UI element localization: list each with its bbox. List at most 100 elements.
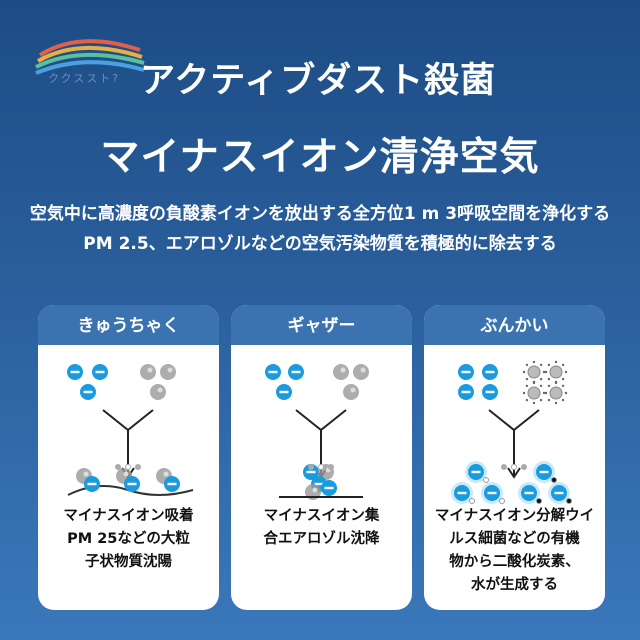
minus-sign [268, 370, 278, 374]
minus-sign [306, 470, 316, 474]
dust-highlight [123, 471, 129, 477]
minus-sign [70, 370, 80, 374]
virus-spike [525, 377, 529, 381]
dust-highlight [350, 387, 356, 393]
virus-spike [544, 391, 548, 395]
card-gather: ギャザー マイナスイオン集合エアロゾル沈降 [231, 305, 412, 610]
minus-sign [485, 370, 495, 374]
subtitle-line1: 空気中に高濃度の負酸素イオンを放出する全方位1 m 3呼吸空間を浄化する [29, 204, 611, 224]
virus-spike [525, 398, 529, 402]
dust-highlight [167, 367, 173, 373]
card-decompose: ぶんかい マイナスイオン分解ウイルス細菌などの有機物から二酸化炭素、水が生成する [424, 305, 605, 610]
virus-spike [547, 398, 551, 402]
pager-dot [125, 464, 131, 470]
virus-spike [564, 370, 568, 374]
minus-sign [87, 482, 97, 486]
pager-dot [318, 464, 324, 470]
water-molecule-icon [469, 498, 475, 504]
virus-icon [549, 386, 563, 400]
dust-highlight [157, 387, 163, 393]
minus-sign [485, 390, 495, 394]
minus-sign [324, 486, 334, 490]
minus-sign [95, 370, 105, 374]
virus-icon [527, 365, 541, 379]
title-line2: マイナスイオン清浄空気 [100, 135, 540, 180]
water-molecule-icon [483, 477, 489, 483]
virus-spike [532, 360, 536, 364]
virus-spike [522, 370, 526, 374]
card-title: ぶんかい [424, 305, 605, 345]
virus-spike [532, 401, 536, 405]
virus-spike [561, 384, 565, 388]
card-description: マイナスイオン分解ウイルス細菌などの有機物から二酸化炭素、水が生成する [434, 508, 595, 593]
virus-spike [564, 391, 568, 395]
brand-logo [35, 39, 145, 75]
dust-particle-icon [353, 364, 369, 380]
virus-spike [554, 360, 558, 364]
dust-particle-icon [140, 364, 156, 380]
virus-spike [554, 381, 558, 385]
minus-sign [291, 370, 301, 374]
minus-sign [539, 470, 549, 474]
virus-spike [547, 363, 551, 367]
dust-particle-icon [333, 364, 349, 380]
dust-highlight [147, 367, 153, 373]
dust-highlight [163, 471, 169, 477]
minus-sign [461, 370, 471, 374]
gather-illustration [265, 364, 369, 500]
minus-sign [461, 390, 471, 394]
virus-spike [547, 377, 551, 381]
illustration-group [451, 360, 572, 504]
dust-highlight [360, 367, 366, 373]
virus-spike [554, 401, 558, 405]
pager-dot [115, 464, 121, 470]
minus-sign [457, 491, 467, 495]
virus-spike [561, 398, 565, 402]
illustration-group [265, 364, 369, 500]
dust-particle-icon [160, 364, 176, 380]
virus-spike [539, 363, 543, 367]
virus-spike [544, 370, 548, 374]
decompose-illustration [451, 360, 572, 504]
virus-spike [547, 384, 551, 388]
virus-icon [549, 365, 563, 379]
virus-spike [525, 363, 529, 367]
logo-text: ククススト? [48, 72, 121, 85]
pager-dot [521, 464, 527, 470]
illustration-group [67, 364, 194, 496]
adsorption-illustration [67, 364, 194, 496]
carbon-icon [566, 498, 572, 504]
minus-sign [314, 482, 324, 486]
virus-spike [532, 381, 536, 385]
pager-dot [511, 464, 517, 470]
minus-sign [83, 390, 93, 394]
pager-dot [328, 464, 334, 470]
minus-sign [127, 482, 137, 486]
minus-sign [524, 491, 534, 495]
water-molecule-icon [499, 498, 505, 504]
arrow-head [507, 467, 521, 479]
virus-spike [539, 384, 543, 388]
dust-particle-icon [150, 384, 166, 400]
minus-sign [279, 390, 289, 394]
card-description: マイナスイオン集合エアロゾル沈降 [263, 508, 380, 547]
minus-sign [167, 482, 177, 486]
card-title: ギャザー [231, 305, 412, 345]
dust-highlight [83, 471, 89, 477]
minus-sign [487, 491, 497, 495]
dust-highlight [312, 487, 318, 493]
virus-spike [525, 384, 529, 388]
virus-spike [539, 398, 543, 402]
carbon-icon [551, 477, 557, 483]
pager-dot [308, 464, 314, 470]
virus-spike [522, 391, 526, 395]
virus-spike [542, 391, 546, 395]
subtitle-line2: PM 2.5、エアロゾルなどの空気汚染物質を積極的に除去する [83, 234, 557, 254]
minus-sign [554, 491, 564, 495]
card-title: きゅうちゃく [38, 305, 219, 345]
pager-dot [501, 464, 507, 470]
dust-particle-icon [343, 384, 359, 400]
minus-sign [471, 470, 481, 474]
